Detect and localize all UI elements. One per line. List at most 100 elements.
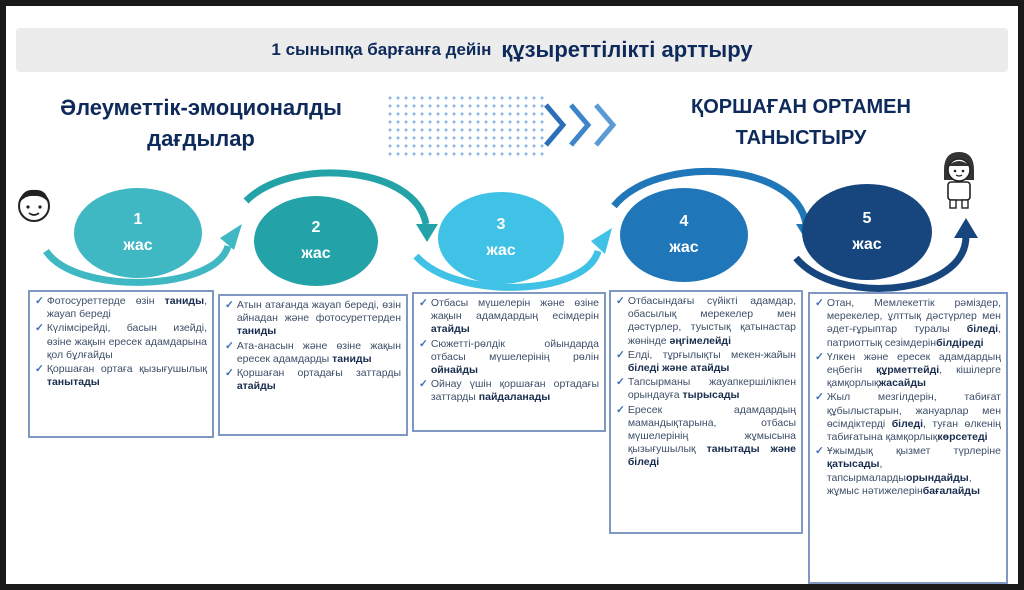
checkmark-icon: ✓ xyxy=(815,445,824,458)
plain-text: Отбасы мүшелерін және өзіне жақын адамда… xyxy=(430,297,599,323)
emphasis-text: біледі xyxy=(966,323,999,336)
age-flow: 1 жас 2 жас 3 жас 4 жас 5 жас xyxy=(6,146,1018,296)
box-age-5: ✓Отан, Мемлекеттік рәміздер, мерекелер, … xyxy=(808,292,1008,584)
plain-text: Сюжетті-рөлдік ойындарда отбасы мүшелері… xyxy=(430,337,599,363)
stage-2-number: 2 xyxy=(311,219,321,236)
checkmark-icon: ✓ xyxy=(815,391,824,404)
checkmark-icon: ✓ xyxy=(419,378,428,391)
plain-text: Қоршаған ортаға қызығушылық xyxy=(46,363,207,376)
box-item: ✓Елді, тұрғылықты мекен-жайын біледі жән… xyxy=(616,349,796,375)
child-boy-icon xyxy=(18,189,50,222)
box-item-text: Атын атағанда жауап береді, өзін айнадан… xyxy=(237,299,401,339)
box-item: ✓Отбасы мүшелерін және өзіне жақын адамд… xyxy=(419,297,599,337)
box-item: ✓Отан, Мемлекеттік рәміздер, мерекелер, … xyxy=(815,297,1001,350)
stage-3-number: 3 xyxy=(496,216,506,233)
heading-environment: ҚОРШАҒАН ОРТАМЕН ТАНЫСТЫРУ xyxy=(646,92,956,154)
title-bar: 1 сыныпқа барғанға дейін құзыреттілікті … xyxy=(16,28,1008,72)
stage-3-circle: 3 жас xyxy=(438,192,564,284)
emphasis-text: қатысады xyxy=(826,458,880,471)
checkmark-icon: ✓ xyxy=(35,363,44,376)
emphasis-text: танытады xyxy=(46,376,100,389)
checkmark-icon: ✓ xyxy=(419,337,428,350)
plain-text: Ойнау үшін қоршаған ортадағы заттарды xyxy=(430,378,599,404)
checkmark-icon: ✓ xyxy=(225,299,234,311)
heading-left-line2: дағдылар xyxy=(147,126,255,151)
stage-4-label: жас xyxy=(669,239,699,256)
emphasis-text: таниды xyxy=(164,295,205,307)
box-item-text: Күлімсірейді, басын изейді, өзіне жақын … xyxy=(47,322,207,362)
box-item: ✓Қоршаған ортаға қызығушылық танытады xyxy=(35,363,207,389)
box-age-3: ✓ Отбасы мүшелерін және өзіне жақын адамд… xyxy=(412,292,606,432)
stage-1-label: жас xyxy=(123,237,153,254)
checkmark-icon: ✓ xyxy=(225,367,234,380)
emphasis-text: құрметтейді xyxy=(876,364,940,377)
box-item-text: Отбасы мүшелерін және өзіне жақын адамда… xyxy=(431,297,599,337)
plain-text: Елді, тұрғылықты мекен-жайын xyxy=(627,348,796,361)
checkmark-icon: ✓ xyxy=(616,403,625,416)
plain-text: , жұмыс нәтижелерін xyxy=(826,471,972,497)
emphasis-text: бағалайды xyxy=(922,484,980,497)
box-item: ✓Атын атағанда жауап береді, өзін айнада… xyxy=(225,299,401,339)
box-item: ✓Ойнау үшін қоршаған ортадағы заттарды п… xyxy=(419,378,599,404)
box-item: ✓Қоршаған ортадағы заттарды атайды xyxy=(225,367,401,393)
emphasis-text: тырысады xyxy=(682,389,740,402)
plain-text: , жауап береді xyxy=(46,295,207,321)
plain-text: Күлімсірейді, басын изейді, өзіне жақын … xyxy=(46,322,207,361)
stage-4-number: 4 xyxy=(679,213,689,230)
box-item-text: Тапсырманы жауапкершілікпен орындауға ты… xyxy=(628,376,796,402)
box-age-4: ✓Отбасындағы сүйікті адамдар, обасылық м… xyxy=(609,290,803,534)
emphasis-text: әңгімелейді xyxy=(669,334,732,347)
emphasis-text: білдіреді xyxy=(936,336,984,349)
stage-2-circle: 2 жас xyxy=(254,196,378,286)
emphasis-text: таниды xyxy=(332,352,372,365)
box-item: ✓Тапсырманы жауапкершілікпен орындауға т… xyxy=(616,376,796,402)
emphasis-text: ойнайды xyxy=(430,364,478,377)
emphasis-text: көрсетеді xyxy=(937,431,988,444)
box-item-text: Ата-анасын және өзіне жақын ересек адамд… xyxy=(237,340,401,366)
stage-5-label: жас xyxy=(852,236,882,253)
emphasis-text: орындайды xyxy=(905,471,969,484)
box-item-text: Ұжымдық қызмет түрлеріне қатысады, тапсы… xyxy=(827,445,1001,498)
stage-3-label: жас xyxy=(486,242,516,259)
box-item: ✓Күлімсірейді, басын изейді, өзіне жақын… xyxy=(35,322,207,362)
plain-text: , туған өлкенің табиғатына қамқорлық xyxy=(826,417,1001,444)
chevrons-right-icon xyxy=(544,103,617,147)
emphasis-text: атайды xyxy=(430,323,470,336)
emphasis-text: атайды xyxy=(236,380,276,393)
box-item: ✓Ересек адамдардың мамандықтарына, отбас… xyxy=(616,404,796,470)
stage-2-label: жас xyxy=(301,245,331,262)
checkmark-icon: ✓ xyxy=(35,322,44,335)
checkmark-icon: ✓ xyxy=(616,295,625,307)
plain-text: Фотосуреттерде өзін xyxy=(46,295,155,307)
box-age-1: ✓Фотосуреттерде өзін таниды, жауап беред… xyxy=(28,290,214,438)
plain-text: Атын атағанда жауап береді, өзін айнадан… xyxy=(236,299,401,325)
box-item: ✓Сюжетті-рөлдік ойындарда отбасы мүшелер… xyxy=(419,338,599,378)
heading-social-emotional: Әлеуметтік-эмоционалды дағдылар xyxy=(31,92,371,154)
stage-1-number: 1 xyxy=(133,211,143,228)
plain-text: Ата-анасын және өзіне жақын ересек адамд… xyxy=(236,339,401,365)
slide: 1 сыныпқа барғанға дейін құзыреттілікті … xyxy=(6,6,1018,584)
box-item-text: Сюжетті-рөлдік ойындарда отбасы мүшелері… xyxy=(431,338,599,378)
box-item: ✓Үлкен және ересек адамдардың еңбегін құ… xyxy=(815,351,1001,391)
box-item-text: Ересек адамдардың мамандықтарына, отбасы… xyxy=(628,404,796,470)
box-item: ✓Отбасындағы сүйікті адамдар, обасылық м… xyxy=(616,295,796,348)
plain-text: Үлкен және ересек адамдардың еңбегін xyxy=(826,350,1001,377)
box-item-text: Отбасындағы сүйікті адамдар, обасылық ме… xyxy=(628,295,796,348)
emphasis-text: біледі xyxy=(891,417,924,430)
box-item: ✓Ата-анасын және өзіне жақын ересек адам… xyxy=(225,340,401,366)
checkmark-icon: ✓ xyxy=(815,297,824,309)
title-part1: 1 сыныпқа барғанға дейін xyxy=(271,40,492,59)
plain-text: Қоршаған ортадағы заттарды xyxy=(236,367,401,380)
box-item-text: Жыл мезгілдерін, табиғат құбылыстарын, ж… xyxy=(827,391,1001,444)
checkmark-icon: ✓ xyxy=(815,350,824,363)
box-age-2: ✓Атын атағанда жауап береді, өзін айнада… xyxy=(218,294,408,436)
heading-right-line1: ҚОРШАҒАН ОРТАМЕН xyxy=(691,96,911,118)
emphasis-text: таниды xyxy=(236,325,277,338)
checkmark-icon: ✓ xyxy=(616,348,625,361)
box-item-text: Фотосуреттерде өзін таниды, жауап береді xyxy=(47,295,207,321)
box-item: ✓Фотосуреттерде өзін таниды, жауап беред… xyxy=(35,295,207,321)
stage-1-circle: 1 жас xyxy=(74,188,202,278)
stage-4-circle: 4 жас xyxy=(620,188,748,282)
emphasis-text: жасайды xyxy=(878,377,926,390)
checkmark-icon: ✓ xyxy=(225,339,234,352)
